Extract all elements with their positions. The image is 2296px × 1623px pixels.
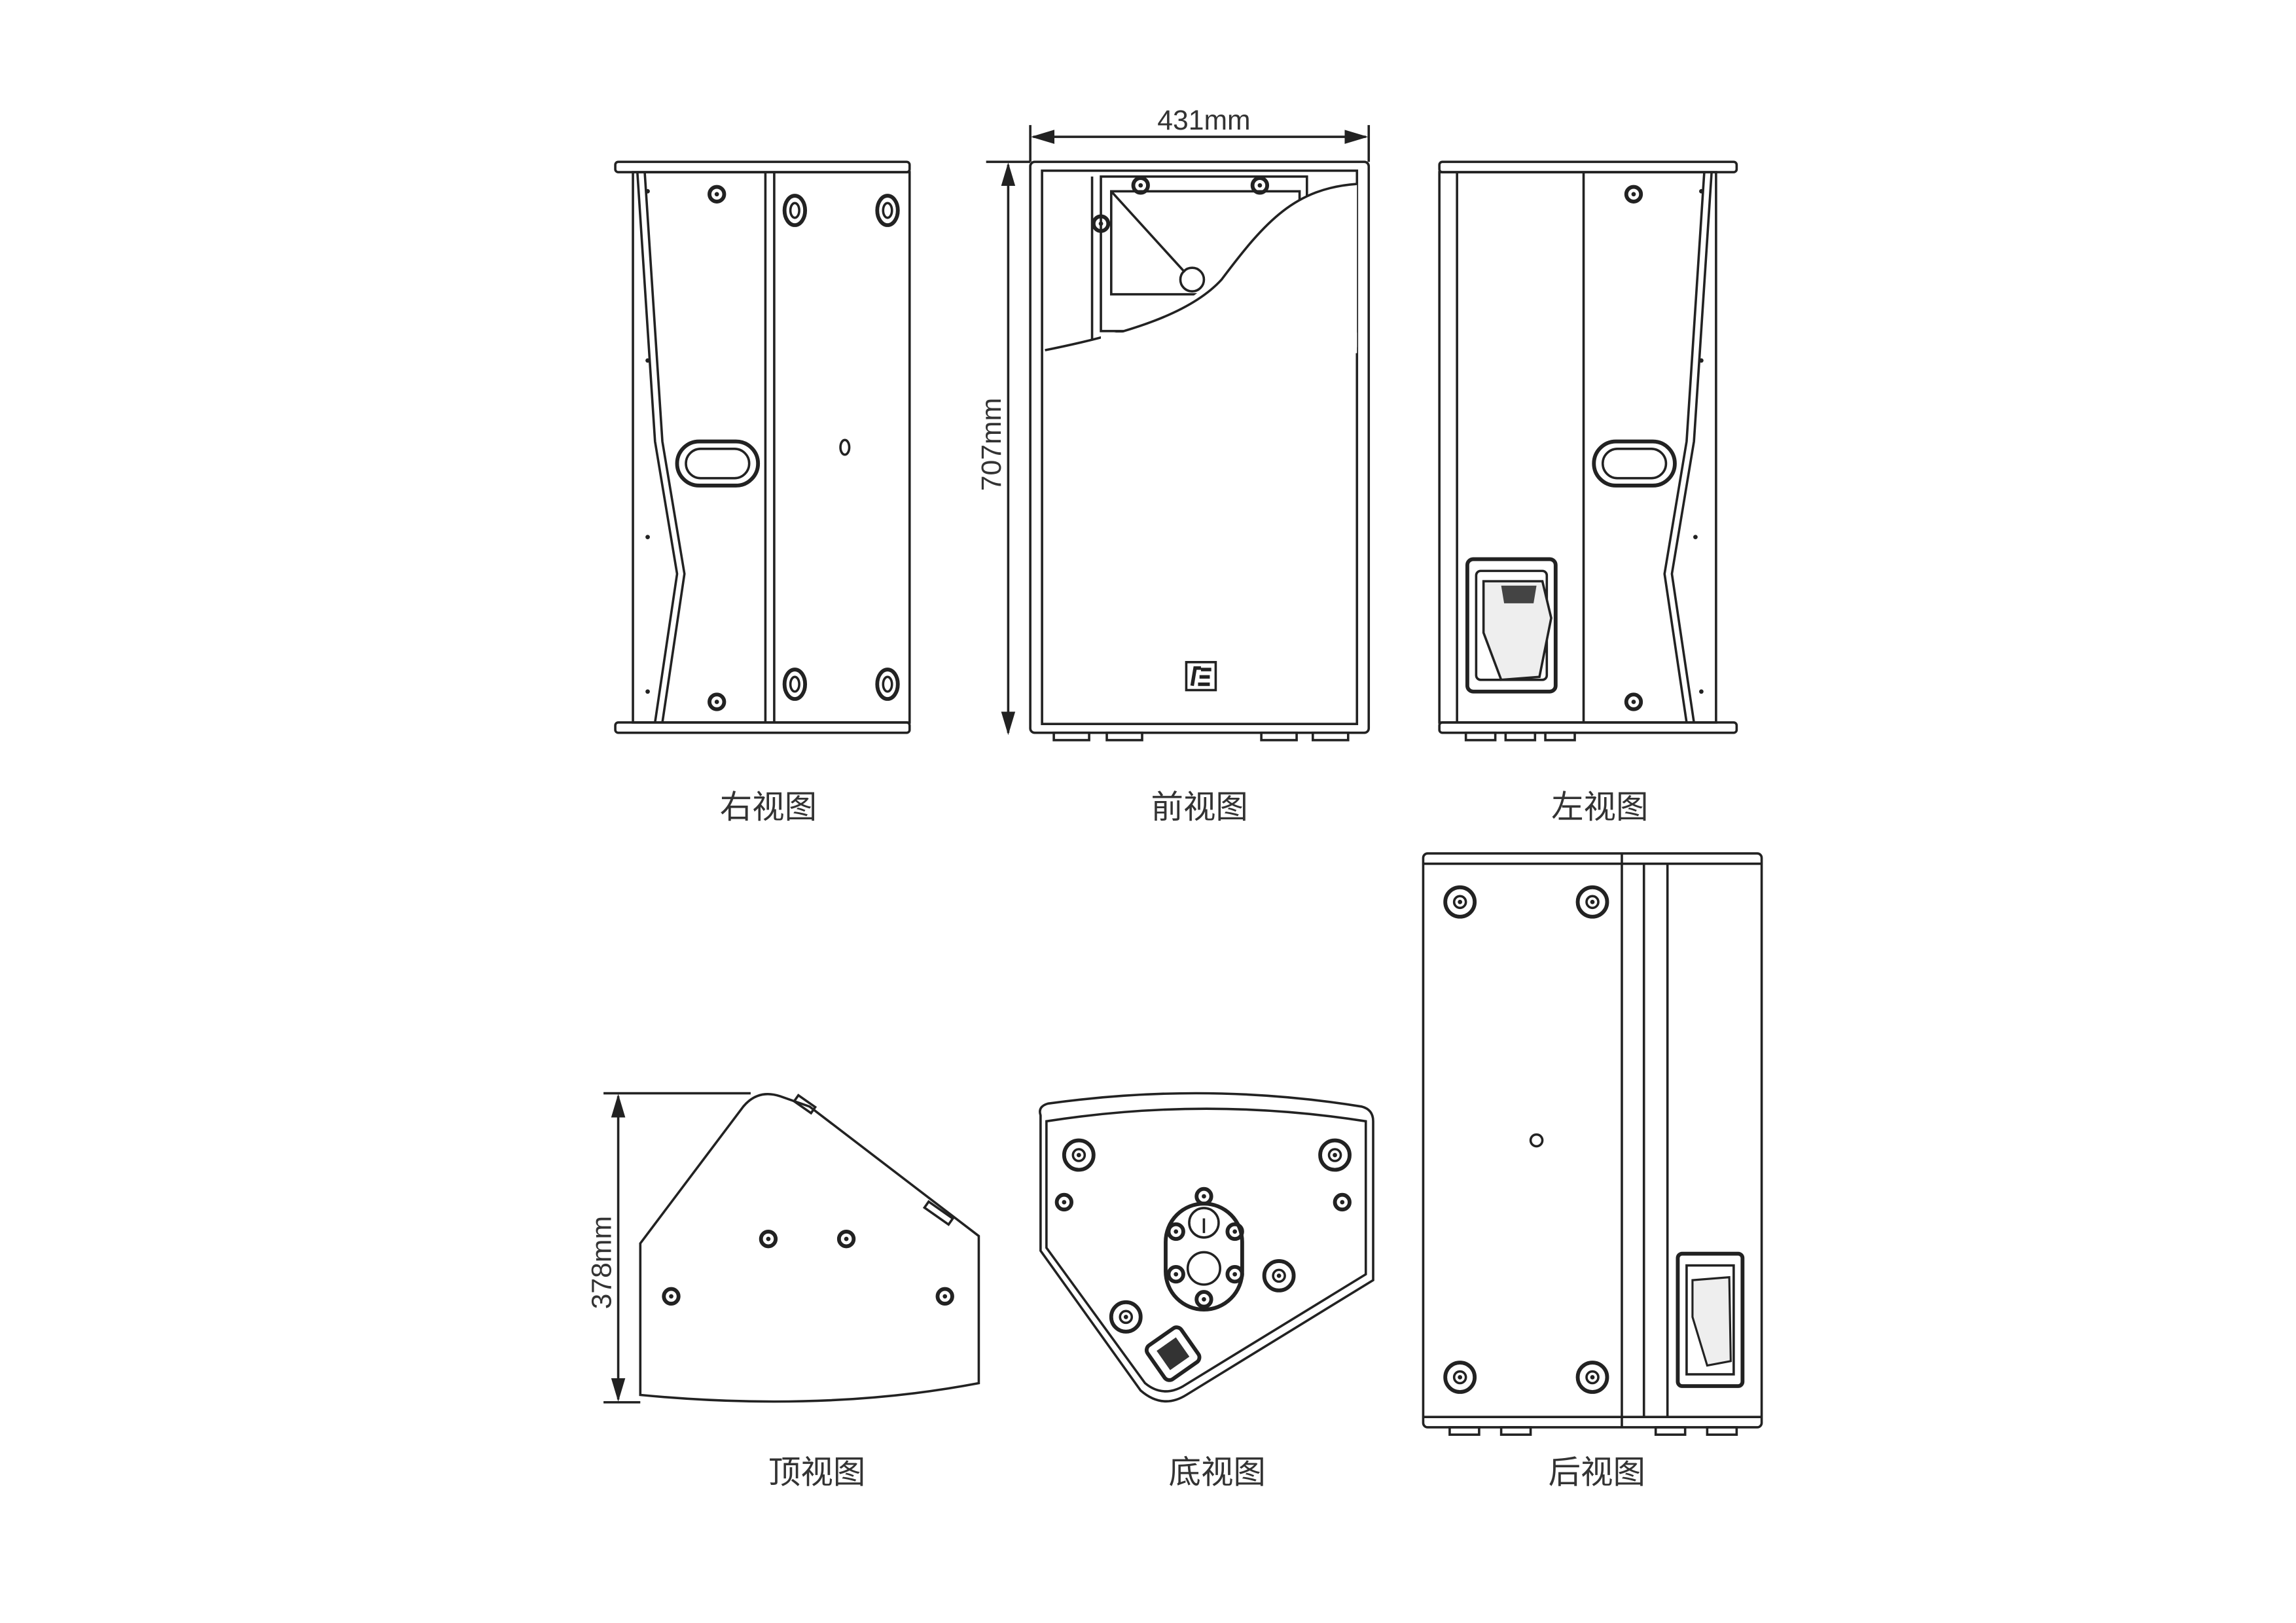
left-view: 左视图 bbox=[1438, 160, 1738, 826]
input-panel-icon bbox=[1465, 557, 1558, 694]
back-view-label: 后视图 bbox=[1549, 1453, 1645, 1491]
input-panel-icon bbox=[1676, 1251, 1745, 1388]
front-view: 431mm 707mm 前视图 bbox=[976, 105, 1371, 826]
bottom-view-label: 底视图 bbox=[1168, 1453, 1265, 1491]
bottom-view: 底视图 bbox=[1039, 1092, 1374, 1491]
brand-logo-icon bbox=[1185, 660, 1217, 692]
top-view-label: 顶视图 bbox=[768, 1453, 865, 1491]
back-view: 后视图 bbox=[1422, 852, 1763, 1491]
front-view-label: 前视图 bbox=[1151, 788, 1248, 826]
connector-icon bbox=[1144, 1325, 1202, 1382]
depth-dimension: 378mm bbox=[586, 1216, 617, 1309]
height-dimension: 707mm bbox=[976, 398, 1007, 491]
left-view-label: 左视图 bbox=[1551, 788, 1648, 826]
width-dimension: 431mm bbox=[1157, 105, 1250, 136]
right-view: 右视图 bbox=[614, 160, 911, 826]
right-view-label: 右视图 bbox=[720, 788, 817, 826]
top-view: 378mm 顶视图 bbox=[586, 1092, 980, 1491]
